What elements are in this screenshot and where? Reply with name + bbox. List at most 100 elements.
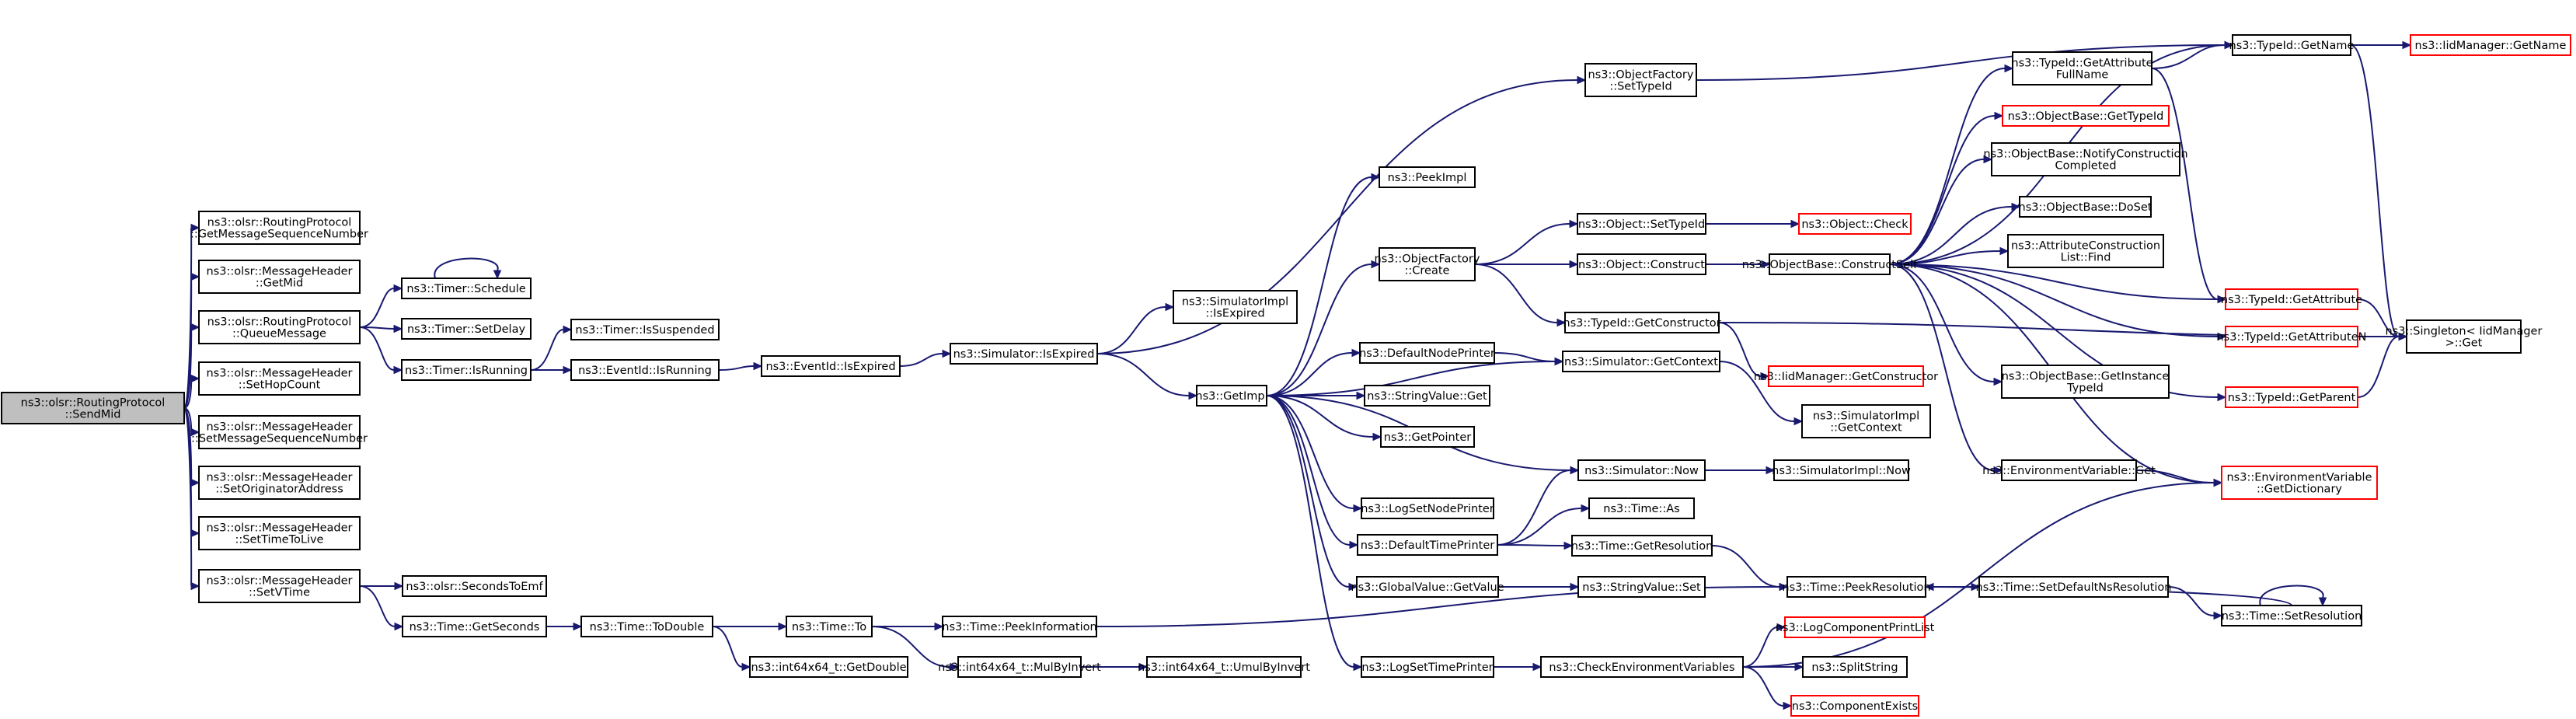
node-logsetnodeprinter[interactable]: ns3::LogSetNodePrinter — [1361, 497, 1494, 519]
node-defaulttimeprinter[interactable]: ns3::DefaultTimePrinter — [1357, 534, 1498, 556]
arrowhead — [573, 622, 583, 631]
node-olsr-secondstoemf[interactable]: ns3::olsr::SecondsToEmf — [402, 575, 547, 597]
node-timer-issuspended[interactable]: ns3::Timer::IsSuspended — [570, 319, 720, 340]
arrowhead — [1577, 75, 1587, 85]
node-int64-umulbyinvert[interactable]: ns3::int64x64_t::UmulByInvert — [1138, 656, 1310, 678]
node-label: >::Get — [2445, 337, 2483, 350]
node-object-settypeid[interactable]: ns3::Object::SetTypeId — [1577, 213, 1706, 235]
node-box — [198, 569, 361, 603]
node-objbase-doset[interactable]: ns3::ObjectBase::DoSet — [2019, 196, 2152, 218]
node-sethopcount[interactable]: ns3::olsr::MessageHeader::SetHopCount — [198, 361, 361, 396]
node-label: ::GetMid — [256, 277, 303, 290]
node-getmsgseq[interactable]: ns3::olsr::RoutingProtocol::GetMessageSe… — [190, 211, 368, 245]
node-time-as[interactable]: ns3::Time::As — [1588, 497, 1695, 519]
node-globalvalue-getvalue[interactable]: ns3::GlobalValue::GetValue — [1351, 576, 1504, 598]
node-label: ns3::DefaultNodePrinter — [1359, 347, 1495, 360]
node-label: ns3::ObjectFactory — [1588, 69, 1694, 82]
edge-checkenvvars-to-logcomponentprintlist — [1742, 623, 1786, 668]
node-iidmanager-getconstructor[interactable]: ns3::IidManager::GetConstructor — [1754, 365, 1938, 387]
node-simimpl-now[interactable]: ns3::SimulatorImpl::Now — [1772, 459, 1911, 481]
edge-objbase-constructself-to-objbase-getinstancetypeid — [1889, 264, 2003, 386]
node-objbase-gettypeid[interactable]: ns3::ObjectBase::GetTypeId — [2002, 105, 2170, 127]
node-box — [1196, 385, 1267, 407]
node-getpointer[interactable]: ns3::GetPointer — [1380, 426, 1475, 448]
arrowhead — [1993, 466, 2003, 475]
node-time-todouble[interactable]: ns3::Time::ToDouble — [580, 616, 713, 637]
node-sim-isexpired[interactable]: ns3::Simulator::IsExpired — [950, 343, 1098, 365]
node-envvar-get[interactable]: ns3::EnvironmentVariable::Get — [1982, 459, 2156, 481]
node-splitstring[interactable]: ns3::SplitString — [1802, 656, 1908, 678]
node-sim-getcontext[interactable]: ns3::Simulator::GetContext — [1562, 351, 1720, 372]
node-box — [1, 392, 185, 424]
node-logcomponentprintlist[interactable]: ns3::LogComponentPrintList — [1776, 616, 1935, 638]
node-object-construct[interactable]: ns3::Object::Construct — [1577, 253, 1706, 275]
node-getmid[interactable]: ns3::olsr::MessageHeader::GetMid — [198, 260, 361, 294]
node-time-peekinformation[interactable]: ns3::Time::PeekInformation — [942, 616, 1097, 637]
edge-line — [1889, 206, 2013, 265]
node-box — [957, 656, 1082, 678]
node-peekimpl[interactable]: ns3::PeekImpl — [1379, 166, 1476, 188]
node-timer-schedule[interactable]: ns3::Timer::Schedule — [401, 277, 532, 299]
node-objbase-constructself[interactable]: ns3::ObjectBase::ConstructSelf — [1742, 253, 1918, 275]
node-timer-isrunning[interactable]: ns3::Timer::IsRunning — [401, 359, 532, 381]
node-label: ns3::TypeId::GetName — [2229, 40, 2355, 52]
node-typeid-getattribute[interactable]: ns3::TypeId::GetAttribute — [2221, 288, 2362, 310]
node-int64-mulbyinvert[interactable]: ns3::int64x64_t::MulByInvert — [938, 656, 1101, 678]
node-setorig[interactable]: ns3::olsr::MessageHeader::SetOriginatorA… — [198, 466, 361, 500]
node-getimpl[interactable]: ns3::GetImpl — [1195, 385, 1268, 407]
node-time-setresolution[interactable]: ns3::Time::SetResolution — [2221, 605, 2362, 627]
node-simimpl-isexpired[interactable]: ns3::SimulatorImpl::IsExpired — [1173, 290, 1298, 324]
node-setttl[interactable]: ns3::olsr::MessageHeader::SetTimeToLive — [198, 516, 361, 550]
node-setmsgseq[interactable]: ns3::olsr::MessageHeader::SetMessageSequ… — [191, 415, 368, 449]
node-envvar-getdictionary[interactable]: ns3::EnvironmentVariable::GetDictionary — [2221, 466, 2378, 500]
node-box — [1798, 213, 1912, 235]
node-queuemsg[interactable]: ns3::olsr::RoutingProtocol::QueueMessage — [198, 310, 361, 344]
node-eventid-isexpired[interactable]: ns3::EventId::IsExpired — [761, 355, 901, 377]
arrowhead — [1372, 432, 1382, 442]
node-box — [580, 616, 713, 637]
edge-getimpl-to-objfactory-create — [1266, 260, 1381, 396]
node-int64-getdouble[interactable]: ns3::int64x64_t::GetDouble — [749, 656, 908, 678]
node-sendmid[interactable]: ns3::olsr::RoutingProtocol::SendMid — [1, 392, 185, 424]
node-objfactory-create[interactable]: ns3::ObjectFactory::Create — [1375, 247, 1480, 281]
node-typeid-getattributen[interactable]: ns3::TypeId::GetAttributeN — [2216, 326, 2367, 347]
node-eventid-isrunning[interactable]: ns3::EventId::IsRunning — [570, 359, 720, 381]
node-time-getresolution[interactable]: ns3::Time::GetResolution — [1571, 535, 1713, 557]
node-object-check[interactable]: ns3::Object::Check — [1798, 213, 1912, 235]
node-simimpl-getcontext[interactable]: ns3::SimulatorImpl::GetContext — [1801, 404, 1931, 438]
node-box — [198, 361, 361, 396]
arrowhead — [563, 325, 573, 334]
node-checkenvvars[interactable]: ns3::CheckEnvironmentVariables — [1540, 656, 1744, 678]
edge-timer-isrunning-to-eventid-isrunning — [530, 365, 573, 375]
node-typeid-getconstructor[interactable]: ns3::TypeId::GetConstructor — [1563, 312, 1721, 333]
node-logsettimeprinter[interactable]: ns3::LogSetTimePrinter — [1361, 656, 1494, 678]
node-sim-now[interactable]: ns3::Simulator::Now — [1577, 459, 1706, 481]
edge-line — [1266, 395, 1374, 438]
node-typeid-getname[interactable]: ns3::TypeId::GetName — [2229, 34, 2355, 56]
arrowhead — [942, 349, 952, 358]
arrowhead — [1779, 582, 1789, 592]
node-defaultnodeprinter[interactable]: ns3::DefaultNodePrinter — [1359, 342, 1495, 364]
node-timer-setdelay[interactable]: ns3::Timer::SetDelay — [401, 318, 532, 340]
arrowhead — [1760, 372, 1770, 381]
edge-line — [2167, 586, 2215, 616]
node-objfactory-settypeid[interactable]: ns3::ObjectFactory::SetTypeId — [1584, 63, 1697, 97]
node-iidmanager-getname[interactable]: ns3::IidManager::GetName — [2410, 34, 2571, 56]
node-box — [1790, 695, 1919, 717]
node-label: ns3::Singleton< IidManager — [2386, 326, 2543, 338]
node-time-to[interactable]: ns3::Time::To — [786, 616, 873, 637]
node-time-setdefaultnsresolution[interactable]: ns3::Time::SetDefaultNsResolution — [1976, 576, 2172, 598]
node-box — [1577, 459, 1706, 481]
node-singleton-get[interactable]: ns3::Singleton< IidManager >::Get — [2386, 319, 2543, 354]
node-time-peekresolution[interactable]: ns3::Time::PeekResolution — [1782, 576, 1931, 598]
node-componentexists[interactable]: ns3::ComponentExists — [1790, 695, 1919, 717]
node-setvtime[interactable]: ns3::olsr::MessageHeader::SetVTime — [198, 569, 361, 603]
node-stringvalue-set[interactable]: ns3::StringValue::Set — [1577, 576, 1706, 598]
node-objbase-notifyconstruction[interactable]: ns3::ObjectBase::NotifyConstructionCompl… — [1983, 142, 2188, 176]
node-typeid-getparent[interactable]: ns3::TypeId::GetParent — [2225, 386, 2358, 408]
node-time-getseconds[interactable]: ns3::Time::GetSeconds — [402, 616, 547, 637]
node-stringvalue-get[interactable]: ns3::StringValue::Get — [1364, 385, 1490, 407]
